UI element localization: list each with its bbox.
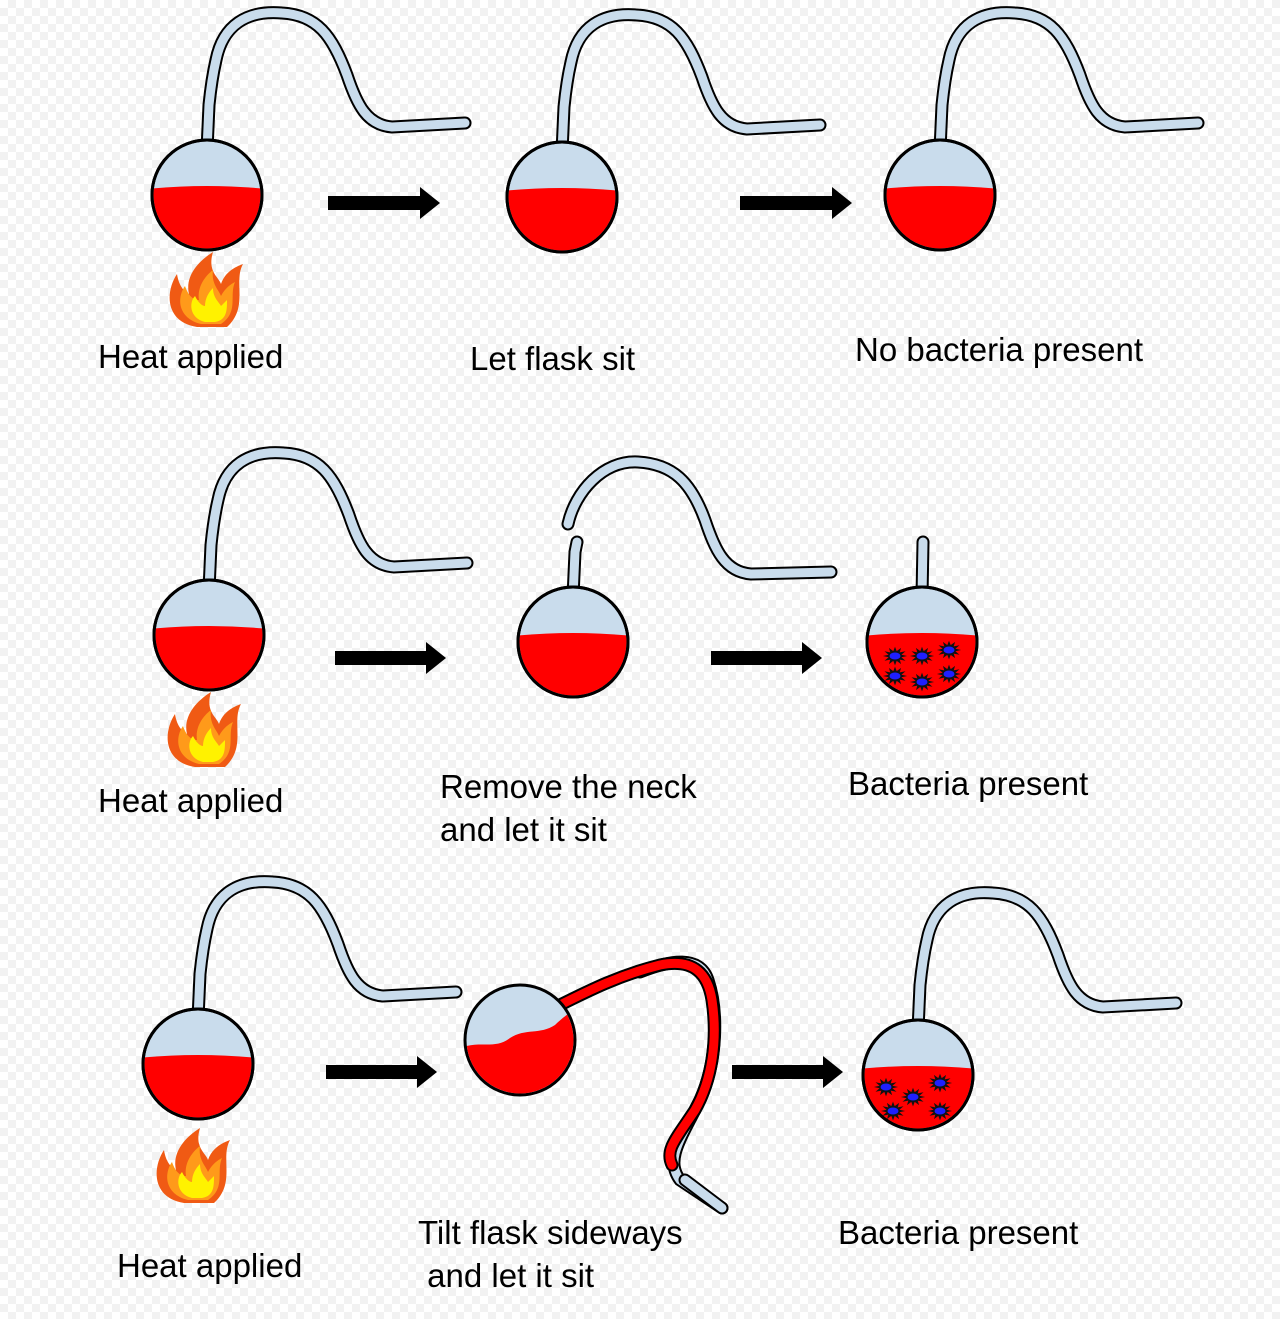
flask (152, 446, 474, 692)
flask-bulb-outline (883, 138, 997, 252)
label-row2-heat: Heat applied (98, 782, 283, 819)
arrow-right-icon (711, 642, 822, 674)
flask-liquid (508, 188, 616, 251)
label-row2-step-line1: Remove the neck (440, 768, 697, 805)
bacterium-core (880, 1083, 892, 1091)
arrow-right-icon (732, 1056, 843, 1088)
flask (516, 455, 838, 699)
fire-icon (169, 252, 243, 327)
arrow-right-icon (740, 187, 852, 219)
flask-tube (913, 888, 1181, 1035)
flask-liquid (153, 186, 261, 249)
flask-tube (202, 8, 470, 155)
arrow-right-icon (326, 1056, 437, 1088)
flask (150, 6, 472, 252)
label-row2-step-line2: and let it sit (440, 811, 607, 848)
label-row1-result: No bacteria present (855, 331, 1143, 368)
tilted-flask (463, 955, 729, 1215)
label-row1-heat: Heat applied (98, 338, 283, 375)
bacterium-core (916, 652, 928, 660)
flask-bulb-outline (861, 1018, 975, 1132)
flask-liquid (155, 626, 263, 689)
flask (865, 535, 979, 699)
flask (861, 886, 1183, 1132)
bacterium-core (934, 1079, 946, 1087)
flask-liquid (868, 633, 976, 696)
bacterium-core (943, 670, 955, 678)
flask-bulb-outline (516, 585, 630, 699)
label-row2-result: Bacteria present (848, 765, 1088, 802)
fire-icon (167, 692, 241, 767)
flask-tube (193, 877, 461, 1024)
arrow-right-icon (335, 642, 446, 674)
flask-tube (204, 448, 472, 595)
flask-tube (680, 1175, 727, 1213)
fire-icon (156, 1128, 230, 1203)
label-row1-sit: Let flask sit (470, 340, 635, 377)
bacterium-core (907, 1093, 919, 1101)
flask-liquid (144, 1055, 252, 1118)
flame-inner (191, 288, 227, 322)
bacterium-core (934, 1107, 946, 1115)
flask-bulb-outline (865, 585, 979, 699)
flask (505, 8, 827, 254)
flask-tube (935, 8, 1203, 155)
bacterium-core (887, 1107, 899, 1115)
label-row3-result: Bacteria present (838, 1214, 1078, 1251)
flask (141, 875, 463, 1121)
flask-liquid (519, 633, 627, 696)
flask-tube (568, 537, 582, 602)
label-row3-step-line2: and let it sit (418, 1257, 594, 1294)
flask-tube (563, 457, 836, 579)
flask (883, 6, 1205, 252)
flask-liquid (886, 186, 994, 249)
flame-inner (178, 1164, 214, 1198)
bacterium-core (889, 652, 901, 660)
bacterium-core (943, 646, 955, 654)
flame-inner (189, 728, 225, 762)
label-row3-heat: Heat applied (117, 1247, 302, 1284)
flask-bulb-outline (152, 578, 266, 692)
flask-bulb-outline (505, 140, 619, 254)
flask-tube (555, 959, 719, 1170)
bacterium-core (916, 678, 928, 686)
flask-tube (557, 10, 825, 157)
flask-bulb-outline (150, 138, 264, 252)
label-row3-step-line1: Tilt flask sideways (418, 1214, 683, 1251)
flask-bulb-outline (141, 1007, 255, 1121)
arrow-right-icon (328, 187, 440, 219)
bacterium-core (889, 672, 901, 680)
